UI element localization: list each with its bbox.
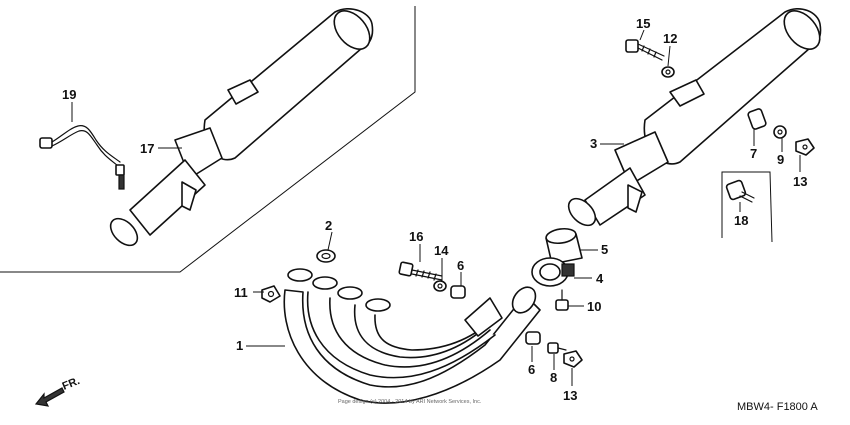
bolt-8-part[interactable] (547, 342, 567, 354)
o2-sensor-part[interactable] (39, 125, 125, 190)
nut-6-upper-part[interactable] (450, 285, 466, 299)
callout-13-lower: 13 (563, 388, 577, 403)
callout-10: 10 (587, 299, 601, 314)
left-muffler-part[interactable] (106, 4, 377, 250)
nut-11-part[interactable] (261, 285, 281, 303)
nut-13-lower-part[interactable] (563, 350, 583, 368)
callout-12: 12 (663, 31, 677, 46)
band-clamp-part[interactable] (531, 257, 575, 287)
washer-14-part[interactable] (433, 280, 447, 292)
callout-13-upper: 13 (793, 174, 807, 189)
joint-ring-part[interactable] (545, 227, 583, 265)
copyright-note: Page design (c) 2004 - 2014 by ARI Netwo… (338, 399, 482, 405)
bolt-10-part[interactable] (555, 289, 569, 311)
callout-15: 15 (636, 16, 650, 31)
left-muffler-frame (0, 6, 416, 273)
callout-3: 3 (590, 136, 597, 151)
collar-7-part[interactable] (747, 108, 767, 130)
callout-7: 7 (750, 146, 757, 161)
callout-labels: 1 2 3 4 5 6 6 7 8 9 10 11 12 13 13 14 15… (62, 16, 807, 403)
diagram-code: MBW4- F1800 A (737, 401, 818, 413)
callout-17: 17 (140, 141, 154, 156)
callout-18: 18 (734, 213, 748, 228)
washer-12-part[interactable] (661, 66, 675, 78)
bolt-15-part[interactable] (625, 39, 665, 61)
washer-9-part[interactable] (773, 125, 787, 139)
callout-6-lower: 6 (528, 362, 535, 377)
leader-lines (71, 29, 801, 386)
callout-11: 11 (234, 285, 248, 300)
callout-4: 4 (596, 271, 604, 286)
nut-6-lower-part[interactable] (525, 331, 541, 345)
callout-2: 2 (325, 218, 332, 233)
callout-9: 9 (777, 152, 784, 167)
callout-16: 16 (409, 229, 423, 244)
right-muffler-part[interactable] (564, 4, 827, 230)
front-direction-indicator: FR. (34, 375, 82, 407)
bolt-18-part[interactable] (725, 179, 755, 203)
callout-8: 8 (550, 370, 557, 385)
exhaust-header-part[interactable] (283, 268, 541, 404)
direction-arrow-icon (34, 387, 65, 407)
direction-label: FR. (61, 375, 82, 393)
callout-6-upper: 6 (457, 258, 464, 273)
bolt-18-frame (721, 171, 773, 243)
callout-1: 1 (236, 338, 243, 353)
gasket-part[interactable] (316, 249, 336, 263)
callout-19: 19 (62, 87, 76, 102)
callout-5: 5 (601, 242, 608, 257)
nut-13-upper-part[interactable] (795, 138, 815, 156)
callout-14: 14 (434, 243, 449, 258)
bolt-16-part[interactable] (398, 261, 443, 281)
